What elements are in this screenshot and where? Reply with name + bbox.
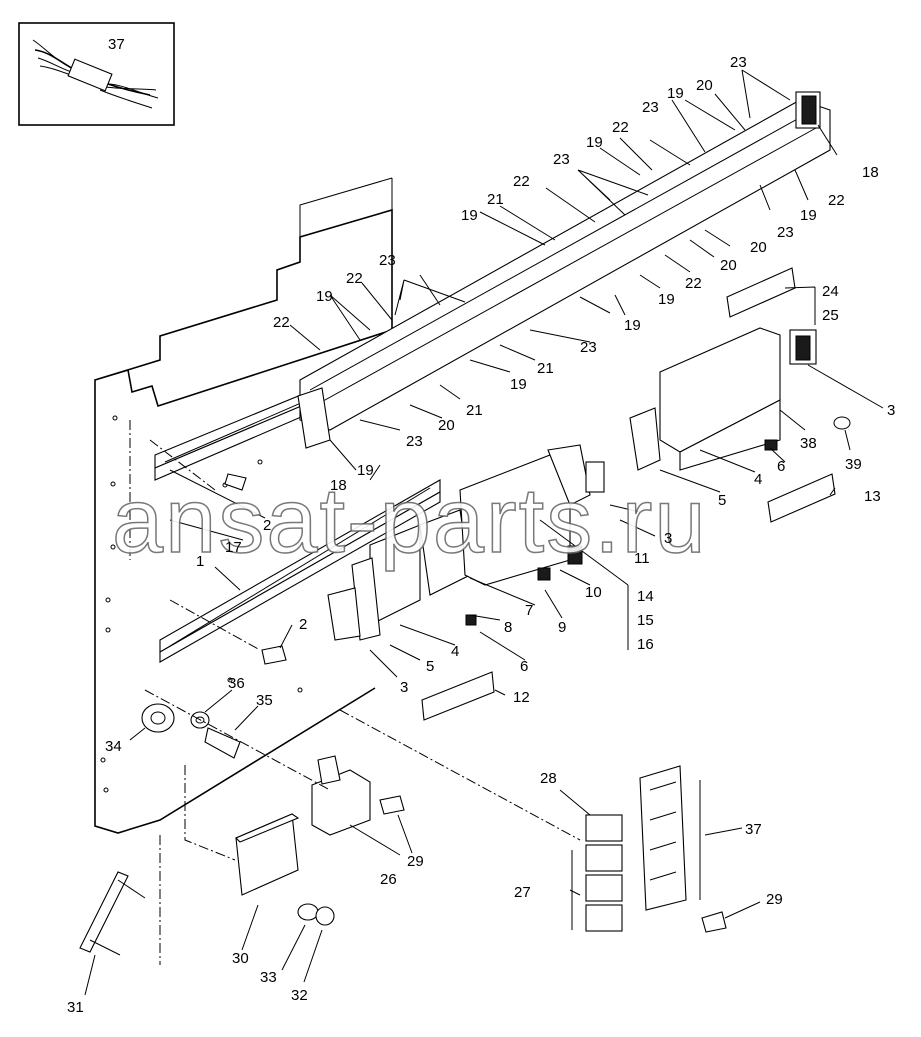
watermark-text: ansat-parts.ru (112, 470, 708, 572)
callout-12: 12 (513, 689, 530, 706)
callout-19: 19 (316, 288, 333, 305)
callout-19: 19 (461, 207, 478, 224)
screw-icon (204, 473, 727, 933)
callout-16: 16 (637, 636, 654, 653)
callout-5: 5 (426, 658, 434, 675)
leader-lines (84, 69, 884, 996)
callout-23: 23 (379, 252, 396, 269)
callout-7: 7 (525, 602, 533, 619)
callout-3: 3 (664, 530, 672, 547)
din-rail-lower (159, 479, 441, 663)
mounting-plate (94, 177, 393, 834)
callout-23: 23 (642, 99, 659, 116)
callout-20: 20 (720, 257, 737, 274)
callout-20: 20 (696, 77, 713, 94)
callout-38: 38 (800, 435, 817, 452)
callout-1: 1 (196, 553, 204, 570)
callout-2: 2 (263, 517, 271, 534)
callout-19: 19 (357, 462, 374, 479)
callout-19: 19 (667, 85, 684, 102)
terminal-strip-upper (297, 91, 831, 449)
callout-29: 29 (407, 853, 424, 870)
callout-3: 3 (887, 402, 895, 419)
callout-21: 21 (487, 191, 504, 208)
callout-19: 19 (800, 207, 817, 224)
callout-3: 3 (400, 679, 408, 696)
callout-26: 26 (380, 871, 397, 888)
inset-harness-box (18, 22, 175, 126)
terminal-group-lower (327, 444, 605, 641)
callout-11: 11 (634, 550, 650, 567)
callout-2: 2 (299, 616, 307, 633)
callout-37-inset: 37 (108, 36, 125, 53)
callout-10: 10 (585, 584, 602, 601)
callout-22: 22 (612, 119, 629, 136)
callout-6: 6 (777, 458, 785, 475)
callout-33: 33 (260, 969, 277, 986)
callout-39: 39 (845, 456, 862, 473)
callout-23: 23 (553, 151, 570, 168)
callout-23: 23 (730, 54, 747, 71)
callout-14: 14 (637, 588, 654, 605)
callout-28: 28 (540, 770, 557, 787)
terminal-group-right (629, 327, 851, 471)
cable-clamp-34 (141, 703, 175, 733)
marker-strip-13 (767, 473, 836, 523)
callout-23: 23 (406, 433, 423, 450)
marker-strip-12 (421, 671, 495, 721)
wiring-harness-icon (32, 39, 159, 109)
callout-20: 20 (750, 239, 767, 256)
module-box-30 (235, 813, 300, 896)
callout-18: 18 (330, 477, 347, 494)
callout-4: 4 (451, 643, 459, 660)
callout-18: 18 (862, 164, 879, 181)
callout-21: 21 (466, 402, 483, 419)
callout-31: 31 (67, 999, 84, 1016)
callout-5: 5 (718, 492, 726, 509)
nut-33-32 (297, 903, 335, 926)
callout-19: 19 (658, 291, 675, 308)
callout-35: 35 (256, 692, 273, 709)
fuse-holder-37 (639, 765, 687, 911)
callout-24: 24 (822, 283, 839, 300)
callout-30: 30 (232, 950, 249, 967)
callout-20: 20 (438, 417, 455, 434)
callout-23: 23 (580, 339, 597, 356)
callout-22: 22 (513, 173, 530, 190)
assembly-centerlines (129, 420, 581, 965)
callout-8: 8 (504, 619, 512, 636)
callout-29: 29 (766, 891, 783, 908)
callout-37: 37 (745, 821, 762, 838)
relay-stack-27 (585, 814, 623, 932)
callout-13: 13 (864, 488, 881, 505)
callout-22: 22 (273, 314, 290, 331)
callout-32: 32 (291, 987, 308, 1004)
callout-23: 23 (777, 224, 794, 241)
handle-31 (79, 871, 146, 956)
marker-strip-24 (726, 267, 796, 318)
callout-19: 19 (510, 376, 527, 393)
callout-9: 9 (558, 619, 566, 636)
callout-17: 17 (225, 539, 242, 556)
callout-27: 27 (514, 884, 531, 901)
callout-36: 36 (228, 675, 245, 692)
callout-22: 22 (828, 192, 845, 209)
callout-19: 19 (624, 317, 641, 334)
callout-19: 19 (586, 134, 603, 151)
callout-labels: 37 23 20 19 23 22 19 18 22 19 23 20 20 2… (67, 36, 895, 1016)
callout-25: 25 (822, 307, 839, 324)
callout-6: 6 (520, 658, 528, 675)
callout-21: 21 (537, 360, 554, 377)
relay-26 (311, 755, 371, 836)
callout-22: 22 (346, 270, 363, 287)
callout-4: 4 (754, 471, 762, 488)
callout-34: 34 (105, 738, 122, 755)
callout-15: 15 (637, 612, 654, 629)
callout-22: 22 (685, 275, 702, 292)
